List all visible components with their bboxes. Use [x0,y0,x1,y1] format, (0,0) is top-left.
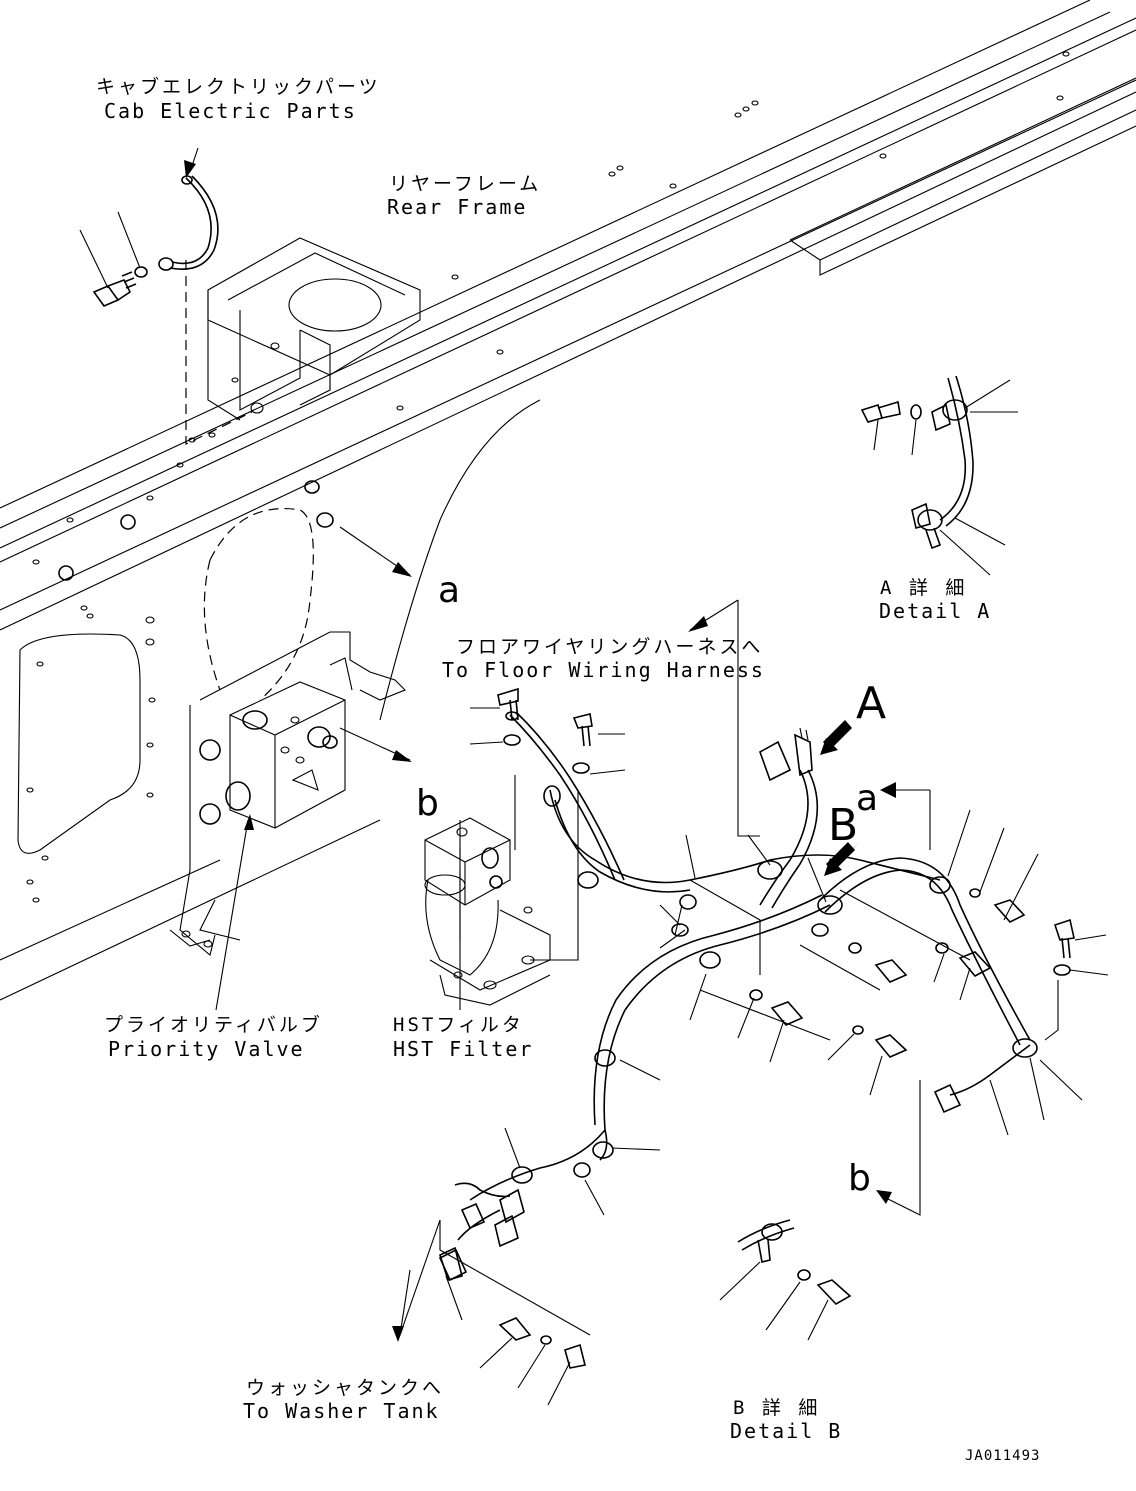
drawing-code: JA011493 [965,1448,1040,1464]
ref-marker-a-harness: a [856,778,878,819]
hst-filter-label-en: HST Filter [393,1037,533,1061]
harness-fasteners [439,687,1109,1406]
detail-b-label-en: Detail B [730,1419,842,1443]
ref-marker-a-frame: a [438,570,460,611]
reference-arrows [215,526,931,1342]
floor-harness-label-jp: フロアワイヤリングハーネスへ [456,636,763,658]
detail-b-drawing [719,1219,852,1341]
washer-tank-label-en: To Washer Tank [243,1399,440,1423]
detail-a-label-en: Detail A [879,599,991,623]
hst-filter-label-jp: HSTフィルタ [393,1014,524,1036]
washer-tank-label-jp: ウォッシャタンクへ [246,1377,444,1399]
priority-valve-drawing [169,508,406,956]
priority-valve-label-jp: プライオリティバルブ [104,1013,323,1036]
cab-ground-cable [79,147,253,445]
detail-a-label-jp: A 詳 細 [880,577,967,599]
rear-frame-label-jp: リヤーフレーム [389,173,541,195]
wiring-harness-drawing [438,711,1059,1336]
hst-filter-drawing [424,817,551,1006]
rear-frame-label-en: Rear Frame [387,195,527,219]
cab-electric-label-en: Cab Electric Parts [104,99,357,123]
ref-marker-b-valve: b [416,783,439,824]
priority-valve-label-en: Priority Valve [108,1037,305,1061]
floor-harness-label-en: To Floor Wiring Harness [442,658,765,682]
view-marker-b: B [828,800,858,851]
view-marker-a: A [856,678,886,729]
detail-a-drawing [860,375,1018,576]
ref-marker-b-harness: b [848,1158,871,1199]
detail-b-label-jp: B 詳 細 [733,1397,820,1419]
cab-electric-label-jp: キャブエレクトリックパーツ [96,75,381,98]
rear-frame-drawing [0,0,1136,1001]
